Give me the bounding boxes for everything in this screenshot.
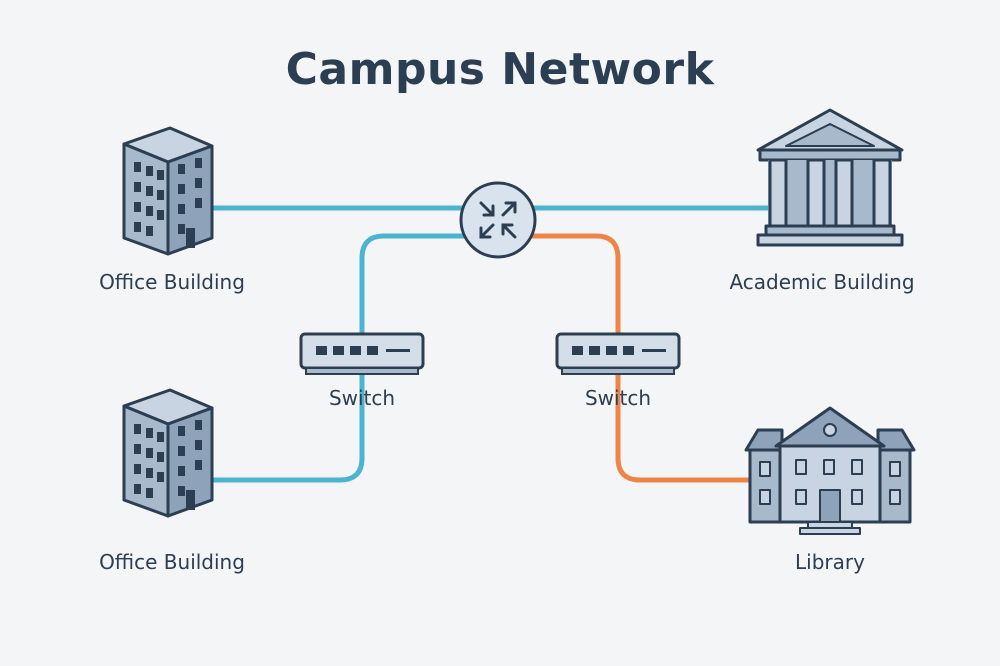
academic-building-icon bbox=[756, 108, 904, 247]
link-router-switch-right bbox=[529, 233, 621, 337]
diagram-title: Campus Network bbox=[285, 44, 715, 95]
network-switch-icon bbox=[555, 332, 681, 375]
node-label-library: Library bbox=[795, 550, 865, 574]
node-label-office-building-2: Office Building bbox=[99, 550, 245, 574]
link-switch-left-office-2 bbox=[209, 371, 365, 483]
node-label-switch-right: Switch bbox=[584, 386, 652, 410]
office-building-icon bbox=[122, 126, 214, 256]
link-router-switch-left bbox=[359, 233, 469, 337]
library-building-icon bbox=[744, 406, 916, 535]
node-label-switch-left: Switch bbox=[328, 386, 396, 410]
office-building-icon bbox=[122, 388, 214, 518]
link-switch-right-library bbox=[615, 371, 755, 483]
node-label-office-building-1: Office Building bbox=[99, 270, 245, 294]
node-label-academic-building: Academic Building bbox=[729, 270, 915, 294]
router-icon bbox=[459, 181, 537, 259]
network-switch-icon bbox=[299, 332, 425, 375]
